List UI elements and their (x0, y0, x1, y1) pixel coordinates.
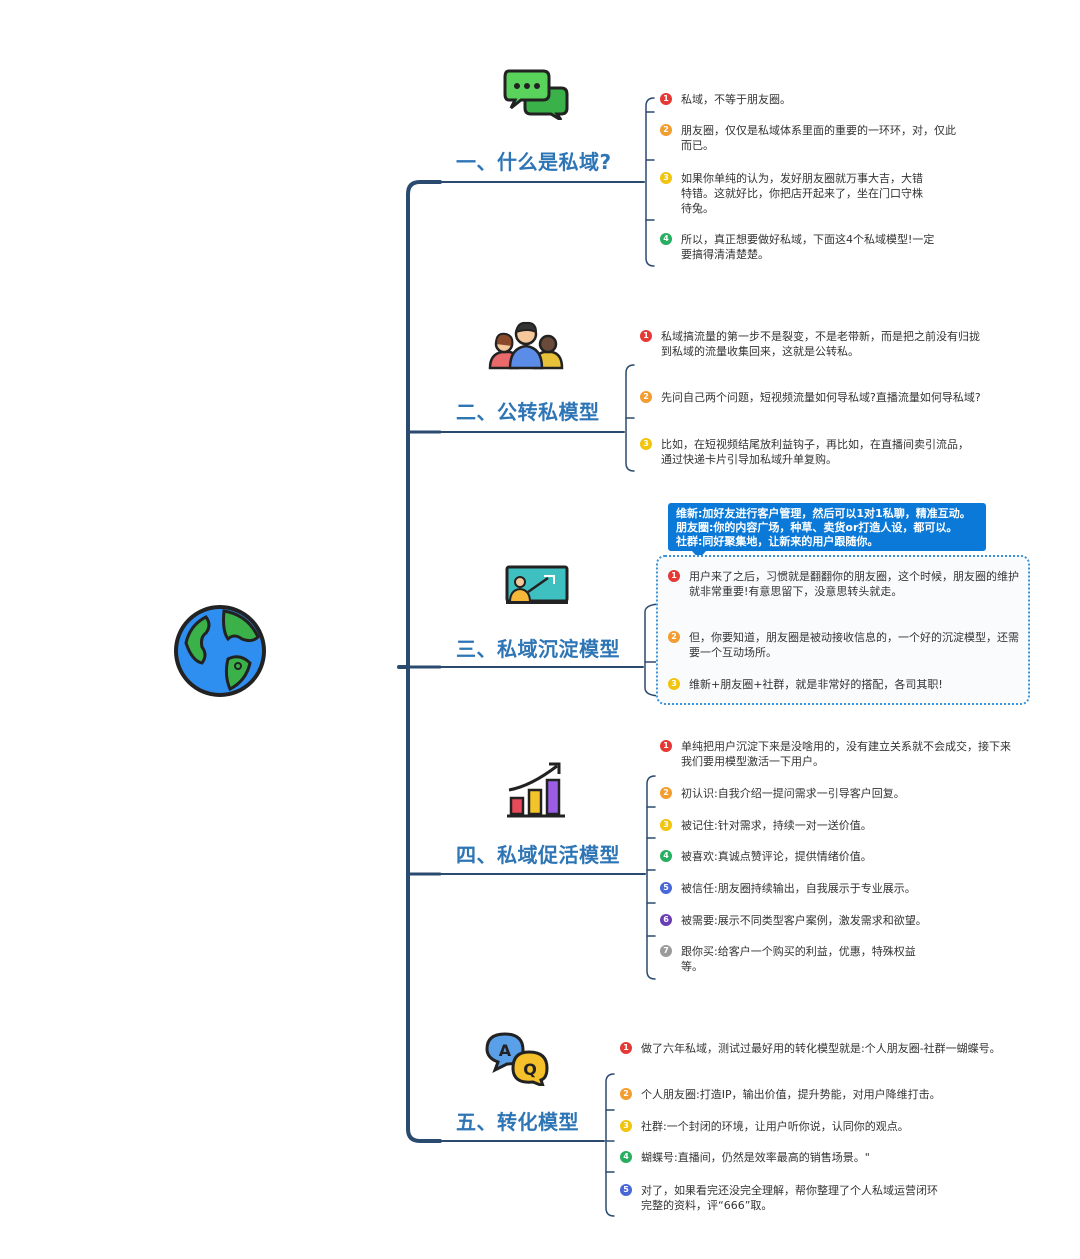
number-badge: 3 (660, 172, 672, 184)
user-group-icon (488, 321, 564, 370)
svg-text:Q: Q (523, 1060, 537, 1079)
item-text: 维新+朋友圈+社群，就是非常好的搭配，各司其职! (689, 678, 943, 691)
brace-4 (646, 775, 656, 980)
item-text: 先问自己两个问题，短视频流量如何导私域?直播流量如何导私域? (661, 391, 981, 404)
list-item[interactable]: 5 被信任:朋友圈持续输出，自我展示于专业展示。 (660, 881, 1015, 896)
item-text: 做了六年私域，测试过最好用的转化模型就是:个人朋友圈-社群一蝴蝶号。 (641, 1042, 1001, 1055)
qa-bubbles-icon: A Q (485, 1032, 549, 1086)
number-badge: 2 (640, 391, 652, 403)
item-text: 私域搞流量的第一步不是裂变，不是老带新，而是把之前没有归拢到私域的流量收集回来，… (661, 330, 980, 358)
list-item[interactable]: 4 被喜欢:真诚点赞评论，提供情绪价值。 (660, 849, 1015, 864)
number-badge: 7 (660, 945, 672, 957)
number-badge: 4 (660, 850, 672, 862)
list-item[interactable]: 2 朋友圈，仅仅是私域体系里面的重要的一环环，对，仅此而已。 (660, 123, 960, 153)
summary-callout: 维新:加好友进行客户管理，然后可以1对1私聊，精准互动。 朋友圈:你的内容广场，… (668, 503, 986, 559)
number-badge: 5 (620, 1184, 632, 1196)
list-item[interactable]: 3 社群:一个封闭的环境，让用户听你说，认同你的观点。 (620, 1119, 1005, 1134)
list-item[interactable]: 2 先问自己两个问题，短视频流量如何导私域?直播流量如何导私域? (640, 390, 990, 405)
callout-line: 社群:同好聚集地，让新来的用户跟随你。 (676, 535, 879, 548)
item-text: 用户来了之后，习惯就是翻翻你的朋友圈，这个时候，朋友圈的维护就非常重要!有意思留… (689, 570, 1019, 598)
item-text: 私域，不等于朋友圈。 (681, 93, 791, 106)
list-item[interactable]: 1 私域搞流量的第一步不是裂变，不是老带新，而是把之前没有归拢到私域的流量收集回… (640, 329, 990, 359)
branch-title-2[interactable]: 二、公转私模型 (456, 400, 600, 424)
list-item[interactable]: 2 初认识:自我介绍一提问需求一引导客户回复。 (660, 786, 1015, 801)
growth-chart-icon (507, 762, 565, 818)
list-item[interactable]: 3 维新+朋友圈+社群，就是非常好的搭配，各司其职! (668, 677, 1020, 692)
item-text: 比如，在短视频结尾放利益钩子，再比如，在直播间卖引流品，通过快递卡片引导加私域升… (661, 438, 969, 466)
list-item[interactable]: 1 用户来了之后，习惯就是翻翻你的朋友圈，这个时候，朋友圈的维护就非常重要!有意… (668, 569, 1020, 599)
brace-3 (644, 603, 663, 697)
callout-line: 维新:加好友进行客户管理，然后可以1对1私聊，精准互动。 (676, 507, 971, 520)
number-badge: 2 (668, 631, 680, 643)
item-text: 朋友圈，仅仅是私域体系里面的重要的一环环，对，仅此而已。 (681, 124, 956, 152)
item-text: 被记住:针对需求，持续一对一送价值。 (681, 819, 872, 832)
item-text: 社群:一个封闭的环境，让用户听你说，认同你的观点。 (641, 1120, 909, 1133)
list-item[interactable]: 4 所以，真正想要做好私域，下面这4个私域模型!一定要搞得清清楚楚。 (660, 232, 935, 262)
branch-title-3[interactable]: 三、私域沉淀模型 (456, 637, 620, 661)
number-badge: 3 (668, 678, 680, 690)
number-badge: 1 (620, 1042, 632, 1054)
item-text: 个人朋友圈:打造IP，输出价值，提升势能，对用户降维打击。 (641, 1088, 941, 1101)
number-badge: 2 (660, 124, 672, 136)
number-badge: 1 (660, 93, 672, 105)
list-item[interactable]: 1 单纯把用户沉淀下来是没啥用的，没有建立关系就不会成交，接下来我们要用模型激活… (660, 739, 1015, 769)
list-item[interactable]: 4 蝴蝶号:直播间，仍然是效率最高的销售场景。" (620, 1150, 1005, 1165)
item-text: 跟你买:给客户一个购买的利益，优惠，特殊权益等。 (681, 945, 916, 973)
item-text: 但，你要知道，朋友圈是被动接收信息的，一个好的沉淀模型，还需要一个互动场所。 (689, 631, 1019, 659)
number-badge: 1 (660, 740, 672, 752)
item-text: 所以，真正想要做好私域，下面这4个私域模型!一定要搞得清清楚楚。 (681, 233, 935, 261)
callout-line: 朋友圈:你的内容广场，种草、卖货or打造人设，都可以。 (676, 521, 958, 534)
number-badge: 4 (660, 233, 672, 245)
list-item[interactable]: 1 做了六年私域，测试过最好用的转化模型就是:个人朋友圈-社群一蝴蝶号。 (620, 1041, 1005, 1056)
item-text: 蝴蝶号:直播间，仍然是效率最高的销售场景。" (641, 1151, 870, 1164)
list-item[interactable]: 6 被需要:展示不同类型客户案例，激发需求和欲望。 (660, 913, 1015, 928)
number-badge: 1 (668, 570, 680, 582)
list-item[interactable]: 1 私域，不等于朋友圈。 (660, 92, 960, 107)
number-badge: 6 (660, 914, 672, 926)
number-badge: 1 (640, 330, 652, 342)
number-badge: 5 (660, 882, 672, 894)
item-text: 对了，如果看完还没完全理解，帮你整理了个人私域运营闭环完整的资料，评“666”取… (641, 1184, 938, 1212)
item-text: 被需要:展示不同类型客户案例，激发需求和欲望。 (681, 914, 927, 927)
item-text: 被喜欢:真诚点赞评论，提供情绪价值。 (681, 850, 872, 863)
branch-title-4[interactable]: 四、私域促活模型 (456, 843, 620, 867)
number-badge: 3 (620, 1120, 632, 1132)
list-item[interactable]: 3 被记住:针对需求，持续一对一送价值。 (660, 818, 1015, 833)
globe-icon (174, 605, 266, 697)
number-badge: 2 (620, 1088, 632, 1100)
item-text: 单纯把用户沉淀下来是没啥用的，没有建立关系就不会成交，接下来我们要用模型激活一下… (681, 740, 1011, 768)
svg-text:A: A (499, 1041, 512, 1060)
presentation-board-icon (505, 565, 569, 604)
list-item[interactable]: 3 比如，在短视频结尾放利益钩子，再比如，在直播间卖引流品，通过快递卡片引导加私… (640, 437, 970, 467)
number-badge: 2 (660, 787, 672, 799)
brace-1 (645, 97, 655, 267)
number-badge: 3 (660, 819, 672, 831)
list-item[interactable]: 5 对了，如果看完还没完全理解，帮你整理了个人私域运营闭环完整的资料，评“666… (620, 1183, 940, 1213)
sedimentation-panel (656, 555, 1030, 705)
brace-5 (605, 1073, 615, 1217)
list-item[interactable]: 2 个人朋友圈:打造IP，输出价值，提升势能，对用户降维打击。 (620, 1087, 1005, 1102)
branch-title-1[interactable]: 一、什么是私域? (456, 150, 612, 174)
list-item[interactable]: 3 如果你单纯的认为，发好朋友圈就万事大吉，大错特错。这就好比，你把店开起来了，… (660, 171, 930, 216)
list-item[interactable]: 2 但，你要知道，朋友圈是被动接收信息的，一个好的沉淀模型，还需要一个互动场所。 (668, 630, 1020, 660)
number-badge: 3 (640, 438, 652, 450)
item-text: 被信任:朋友圈持续输出，自我展示于专业展示。 (681, 882, 916, 895)
item-text: 如果你单纯的认为，发好朋友圈就万事大吉，大错特错。这就好比，你把店开起来了，坐在… (681, 172, 923, 215)
branch-title-5[interactable]: 五、转化模型 (456, 1110, 579, 1134)
item-text: 初认识:自我介绍一提问需求一引导客户回复。 (681, 787, 905, 800)
main-spine (406, 180, 442, 1143)
number-badge: 4 (620, 1151, 632, 1163)
chat-bubbles-icon (503, 69, 569, 120)
list-item[interactable]: 7 跟你买:给客户一个购买的利益，优惠，特殊权益等。 (660, 944, 935, 974)
